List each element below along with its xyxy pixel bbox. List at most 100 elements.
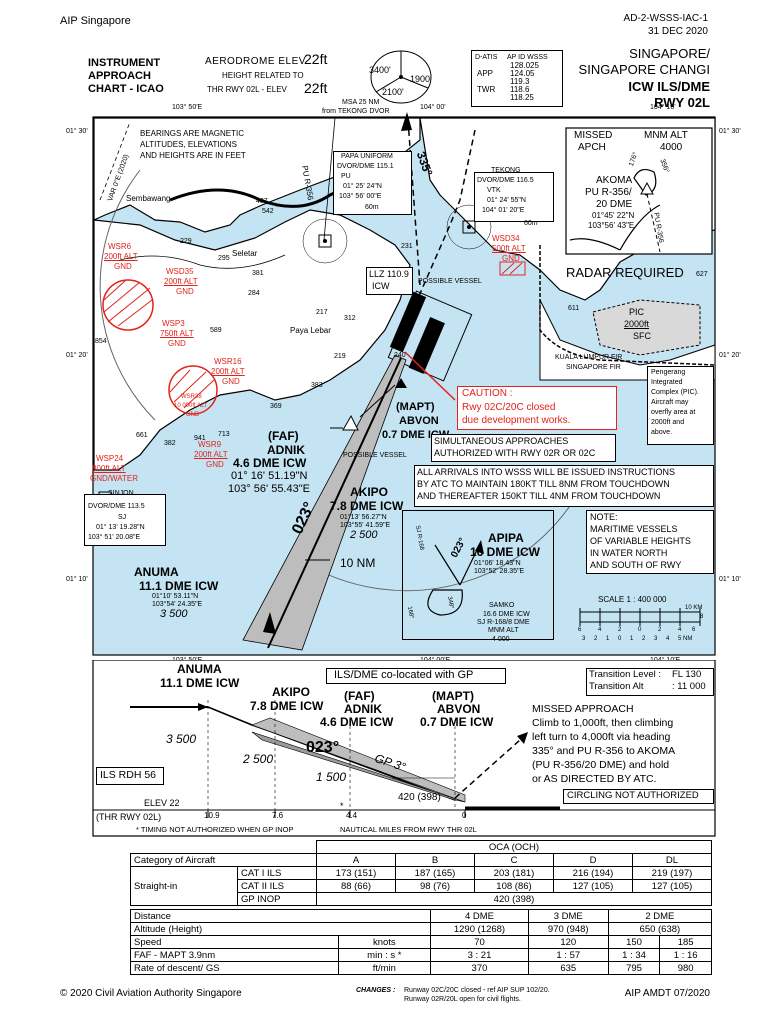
elev-231: 231 — [401, 243, 413, 250]
profile-course: 023° — [306, 739, 340, 756]
arrivals-box — [414, 465, 714, 507]
wsp3-name: WSP3 — [162, 319, 185, 328]
sinjon-lat: 01° 13' 19.28"N — [96, 524, 145, 531]
scale-nm-3: 1 — [606, 636, 610, 642]
chart-type-2: APPROACH — [88, 70, 151, 82]
doc-date: 31 DEC 2020 — [647, 26, 708, 37]
missed-line-2: left turn to 4,000ft via heading — [532, 731, 671, 743]
lat-left-2: 01° 20' — [66, 352, 88, 359]
wsr9-top: 200ft ALT — [194, 450, 228, 459]
cat-b: B — [395, 853, 475, 867]
profile-akipo-dist: 7.8 DME ICW — [250, 699, 324, 713]
altitude-2: 650 (638) — [607, 922, 713, 936]
pic-note-7: above. — [651, 429, 673, 436]
cat2-b: 98 (76) — [395, 879, 475, 893]
lat-right-2: 01° 20' — [719, 352, 741, 359]
scale-km-5: 2 — [658, 627, 662, 633]
samko-alt: 4 000 — [492, 636, 510, 643]
missed-line-3: 335° and PU R-356 to AKOMA — [532, 745, 676, 757]
footer-amdt: AIP AMDT 07/2020 — [624, 988, 710, 999]
anuma-lat: 01°10' 53.11"N — [152, 593, 199, 600]
pic-name: PIC — [629, 307, 645, 317]
gpinop-value: 420 (398) — [316, 892, 712, 906]
llz-box — [366, 267, 413, 295]
missed-line-1: Climb to 1,000ft, then climbing — [532, 717, 674, 729]
freq-twr-label: TWR — [477, 85, 496, 94]
procedure-name: ICW ILS/DME — [628, 79, 710, 94]
wsr16-bottom: GND — [222, 377, 240, 386]
elev-265: 265 — [408, 308, 420, 315]
location-1: SINGAPORE/ — [629, 46, 710, 61]
scale-km-unit: 10 KM — [685, 605, 703, 611]
cat1-d: 216 (194) — [553, 866, 633, 880]
missed-inset-alt: 4000 — [660, 142, 683, 153]
missed-title: MISSED APPROACH — [532, 703, 634, 715]
note-bearings-3: AND HEIGHTS ARE IN FEET — [140, 151, 246, 160]
apipa-lon: 103°52' 28.35"E — [474, 568, 525, 575]
elev-219: 219 — [334, 353, 346, 360]
caution-title: CAUTION : — [462, 388, 513, 399]
footer-changes-1: Runway 02C/20C closed - ref AIP SUP 102/… — [404, 987, 550, 994]
wsr16-name: WSR16 — [214, 357, 242, 366]
pic-note-5: overfly area at — [651, 409, 696, 416]
apipa-inset — [402, 510, 554, 640]
anuma-name: ANUMA — [134, 565, 179, 579]
apipa-name: APIPA — [488, 531, 524, 545]
time-70: 3 : 21 — [430, 948, 529, 962]
elev-381: 381 — [252, 270, 264, 277]
wsr16-top: 200ft ALT — [211, 367, 245, 376]
wsp3-top: 750ft ALT — [160, 329, 194, 338]
scale-km-1: 6 — [578, 627, 582, 633]
sinjon-ident: SJ — [118, 514, 127, 521]
msa-value-1: 3400' — [369, 65, 391, 75]
note-bearings-1: BEARINGS ARE MAGNETIC — [140, 129, 245, 138]
wsr6-bottom: GND — [114, 262, 132, 271]
faf-mapt-unit: min : s * — [337, 948, 432, 962]
category-label: Category of Aircraft — [130, 853, 317, 867]
wsd35-top: 200ft ALT — [164, 277, 198, 286]
pic-note-3: Complex (PIC). — [651, 389, 699, 396]
maritime-5: AND SOUTH OF RWY — [590, 560, 682, 570]
akoma-lat: 01°45' 22"N — [592, 211, 635, 220]
scale-km-6: 4 — [678, 627, 682, 633]
tekong-elev: 60m — [524, 220, 538, 227]
scale-nm-8: 4 — [666, 636, 670, 642]
timing-note: * TIMING NOT AUTHORIZED WHEN GP INOP — [136, 825, 294, 834]
cat1-c: 203 (181) — [474, 866, 554, 880]
possible-vessel-1: POSSIBLE VESSEL — [418, 278, 482, 285]
dist-4-4: 4.4 — [346, 811, 358, 820]
profile-anuma: ANUMA — [177, 662, 222, 676]
akipo-name: AKIPO — [350, 485, 389, 499]
time-150: 1 : 34 — [607, 948, 661, 962]
elev-369: 369 — [270, 403, 282, 410]
elev-854: 854 — [95, 338, 107, 345]
faf-dist: 4.6 DME ICW — [233, 456, 307, 470]
pu-ident: PU — [341, 173, 351, 180]
wsr9-bottom: GND — [206, 460, 224, 469]
lat-right-1: 01° 30' — [719, 128, 741, 135]
elev-407: 407 — [256, 198, 268, 205]
wsd35-bottom: GND — [176, 287, 194, 296]
elev-589: 589 — [210, 327, 222, 334]
tekong-lat: 01° 24' 55"N — [487, 197, 526, 204]
cat-d: D — [553, 853, 633, 867]
lon-top-3: 104° 10' — [650, 104, 676, 111]
anuma-alt: 3 500 — [160, 608, 188, 620]
scale-nm-5: 1 — [630, 636, 634, 642]
cat-a: A — [316, 853, 396, 867]
pic-note-6: 2000ft and — [651, 419, 685, 426]
wsd35-name: WSD35 — [166, 267, 194, 276]
circling-box — [563, 789, 714, 804]
transition-alt: : 11 000 — [672, 681, 706, 692]
place-paya: Paya Lebar — [290, 326, 331, 335]
rdh-box — [96, 767, 164, 785]
elev-542: 542 — [262, 208, 274, 215]
profile-alt-3500: 3 500 — [166, 732, 197, 746]
llz-freq: LLZ 110.9 — [369, 269, 409, 279]
wsd34-bottom: GND — [502, 254, 520, 263]
colocated-text: ILS/DME co-located with GP — [334, 669, 474, 681]
missed-inset-mnm: MNM ALT — [644, 130, 688, 141]
cat2-dl: 127 (105) — [632, 879, 712, 893]
faf-mapt-label: FAF - MAPT 3.9nm — [130, 948, 339, 962]
distance-3: 3 DME — [527, 909, 609, 923]
